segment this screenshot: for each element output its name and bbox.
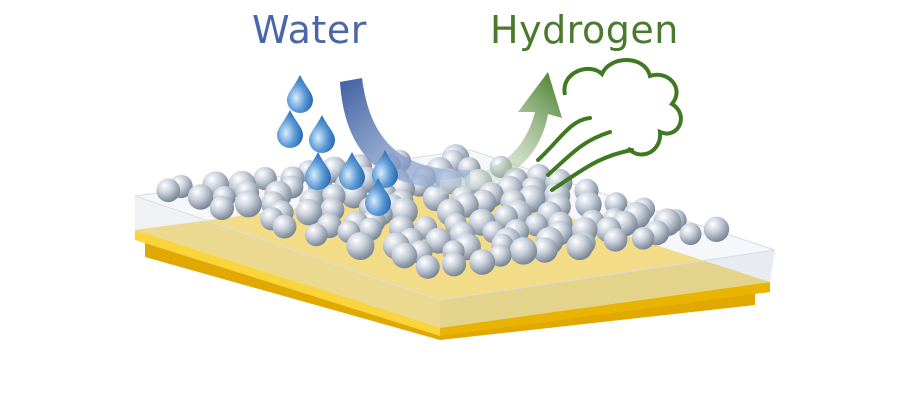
catalyst-particle [703, 216, 730, 242]
catalyst-particle [566, 233, 593, 261]
catalyst-particle [346, 232, 375, 261]
catalyst-particle [272, 214, 297, 239]
catalyst-particle [234, 190, 262, 218]
water-label: Water [252, 8, 367, 52]
water-droplet-icon [309, 115, 335, 153]
catalyst-particle [209, 195, 235, 221]
gas-lines [536, 116, 634, 192]
water-inflow-arrow [340, 78, 470, 188]
water-droplets [277, 75, 398, 216]
catalyst-particle [415, 255, 440, 279]
catalyst-particle [304, 223, 328, 247]
catalyst-particle [187, 184, 214, 210]
catalyst-particle [532, 237, 558, 263]
catalyst-particle [679, 223, 702, 246]
water-droplet-icon [372, 150, 398, 188]
catalyst-particle [631, 227, 655, 250]
catalyst-particle [603, 227, 628, 252]
water-droplet-icon [305, 152, 331, 190]
catalyst-particle [295, 198, 323, 226]
water-droplet-icon [365, 178, 391, 216]
catalyst-particle [469, 249, 496, 275]
water-droplet-icon [339, 152, 365, 190]
catalyst-particle [509, 237, 538, 265]
catalyst-particle [156, 178, 181, 203]
hydrogen-cloud-icon [562, 58, 683, 157]
catalyst-particle [391, 242, 418, 269]
water-droplet-icon [287, 75, 313, 113]
catalyst-particle [441, 252, 467, 277]
hydrogen-outflow-arrow [440, 72, 562, 195]
water-droplet-icon [277, 110, 303, 148]
hydrogen-label: Hydrogen [490, 8, 679, 52]
